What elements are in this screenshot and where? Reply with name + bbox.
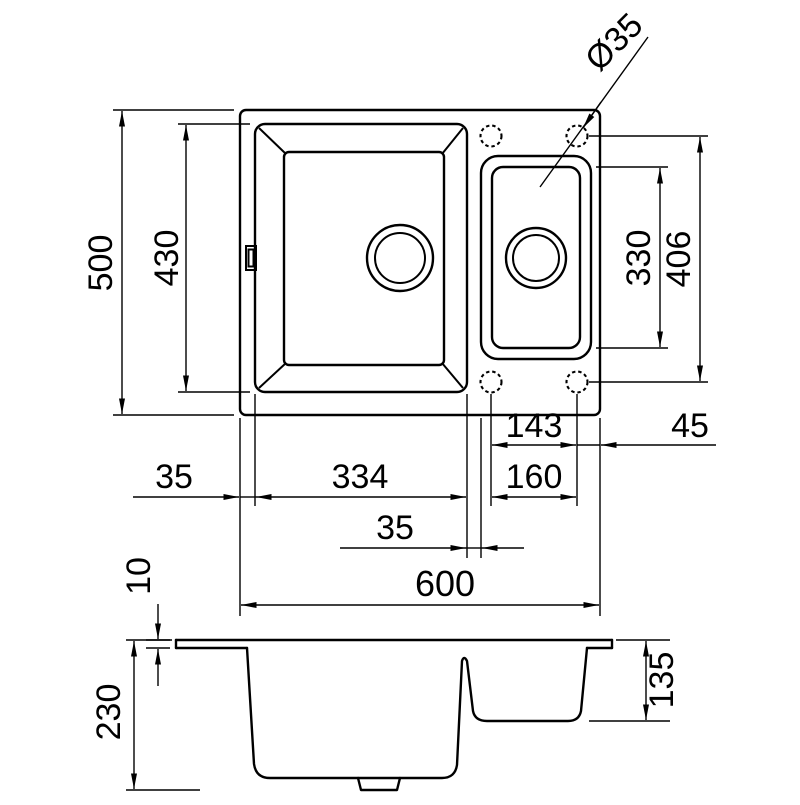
dim-bowl-gap: 35 [340,418,524,558]
dim-main-bowl-height: 430 [148,123,250,393]
dim-small-bowl-height: 330 [596,166,668,349]
dim-small-bowl-width: 160 [492,458,576,500]
faucet-hole-bottom-right [565,370,589,394]
sink-profile [174,638,614,792]
overflow-slot [245,245,257,271]
leader-arrow [582,101,602,129]
dim-overall-height: 500 [82,109,234,416]
side-view: 10 230 135 [90,557,681,792]
dim-overall-width: 600 [239,418,601,616]
dim-main-bowl-depth: 230 [90,639,200,791]
main-bowl [245,122,469,394]
dim-hole-edge-offset-label: 45 [671,407,709,445]
faucet-hole-top-right [565,124,589,148]
dim-left-margin: 35 [133,394,256,506]
dim-small-bowl-depth-label: 135 [643,652,681,709]
dim-hole-edge-offset: 45 [577,407,716,448]
dim-holes-span: 406 [589,135,708,383]
faucet-hole-bottom-left [479,370,503,394]
dim-holes-span-label: 406 [660,231,698,288]
dim-holes-spacing-label: 143 [506,407,563,445]
dim-bowl-gap-label: 35 [376,509,414,547]
dim-small-bowl-depth: 135 [589,639,681,722]
dim-rim-height: 10 [120,557,170,686]
dim-overall-height-label: 500 [82,235,120,292]
dim-overall-width-label: 600 [415,563,475,604]
dim-small-bowl-width-label: 160 [506,458,563,496]
faucet-holes [479,124,589,394]
top-view: Ø35 500 430 330 [82,6,716,616]
small-drain-outer [504,226,568,290]
faucet-hole-top-left [479,124,503,148]
dim-main-bowl-height-label: 430 [148,230,186,287]
main-drain-inner [374,232,426,284]
sink-outline [238,108,602,417]
dim-small-bowl-height-label: 330 [620,230,658,287]
drain-fitting [356,776,402,792]
overflow-slot-inner [247,248,255,268]
small-drain-inner [512,234,560,282]
dim-rim-height-label: 10 [120,557,158,595]
bowls-section-outline [245,646,589,780]
dim-main-bowl-width: 334 [256,394,468,558]
dim-main-bowl-depth-label: 230 [90,684,128,741]
dim-main-bowl-width-label: 334 [332,458,389,496]
main-drain-outer [365,223,435,293]
small-bowl [479,154,593,361]
dim-holes-spacing: 143 [490,394,578,506]
dim-left-margin-label: 35 [155,458,193,496]
